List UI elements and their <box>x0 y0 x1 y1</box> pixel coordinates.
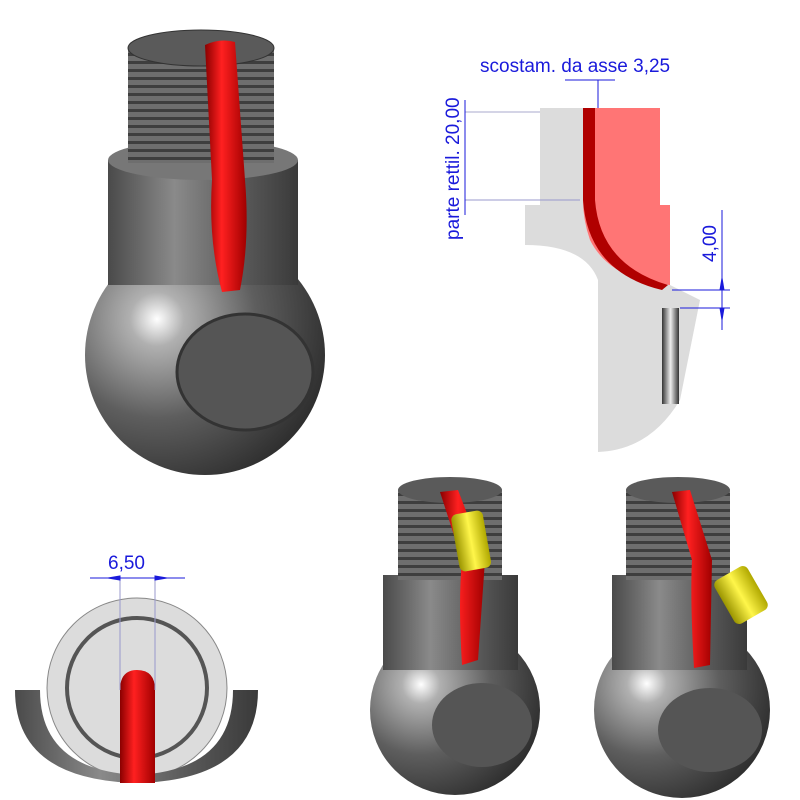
height-dimension-label: 4,00 <box>700 225 721 262</box>
ball-hole <box>432 683 532 767</box>
collar <box>383 575 518 670</box>
dimension-lines <box>464 79 730 330</box>
end-view-bowl <box>15 690 258 783</box>
shaft-top <box>398 477 502 503</box>
key-insert <box>451 510 492 572</box>
straight-part-dimension-label: parte rettil. 20,00 <box>443 97 464 240</box>
fitting-3d-view-key-inserted <box>370 477 540 795</box>
end-view-channel <box>120 670 155 783</box>
width-dimension <box>90 575 185 690</box>
fitting-3d-view-key-outside <box>594 477 770 798</box>
ball-hole <box>175 312 315 432</box>
shaft-top <box>127 29 275 67</box>
section-view: scostam. da asse 3,25 parte rettil. 20,0… <box>443 56 730 452</box>
shaft-top <box>626 477 730 503</box>
offset-dimension-label: scostam. da asse 3,25 <box>480 56 670 77</box>
key-insert <box>714 566 768 624</box>
channel-wall <box>583 108 668 290</box>
oil-channel <box>672 490 712 668</box>
ball-hole <box>658 688 762 772</box>
threaded-shaft <box>128 48 274 163</box>
fitting-3d-view-main <box>85 29 325 475</box>
collar <box>108 160 298 285</box>
width-dimension-label: 6,50 <box>108 553 145 574</box>
end-view: 6,50 <box>15 553 258 783</box>
oil-channel <box>205 40 247 292</box>
section-plate <box>662 308 679 404</box>
